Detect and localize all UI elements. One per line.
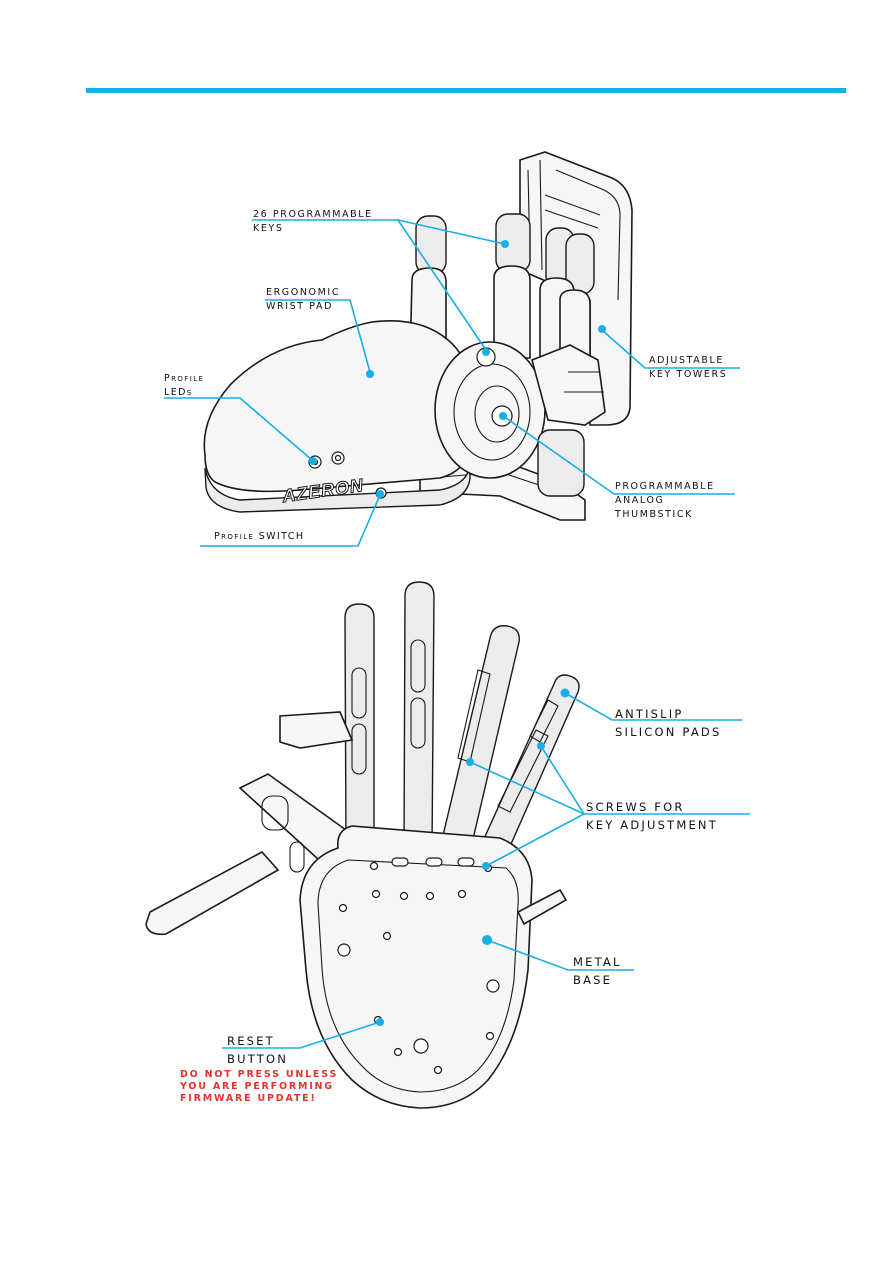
- label-wrist-pad: ERGONOMIC WRIST PAD: [266, 287, 341, 312]
- label-metal-base: METAL BASE: [573, 955, 622, 987]
- label-antislip: ANTISLIP SILICON PADS: [615, 707, 722, 739]
- keypad-3d-illustration: AZERON: [203, 151, 633, 521]
- label-key-towers: ADJUSTABLE KEY TOWERS: [649, 355, 728, 380]
- label-thumbstick: PROGRAMMABLE ANALOG THUMBSTICK: [615, 481, 715, 520]
- header-rule: [86, 88, 846, 93]
- label-screws: SCREWS FOR KEY ADJUSTMENT: [586, 800, 718, 832]
- label-programmable-keys: 26 PROGRAMMABLE KEYS: [253, 209, 373, 234]
- label-reset: RESET BUTTON: [227, 1034, 289, 1066]
- warning-text: DO NOT PRESS UNLESS YOU ARE PERFORMING F…: [180, 1069, 339, 1104]
- callout-lines: [164, 219, 750, 1049]
- label-profile-leds: Profile LEDs: [164, 373, 205, 398]
- keypad-underside-illustration: [145, 581, 580, 1109]
- label-profile-switch: Profile SWITCH: [214, 531, 305, 542]
